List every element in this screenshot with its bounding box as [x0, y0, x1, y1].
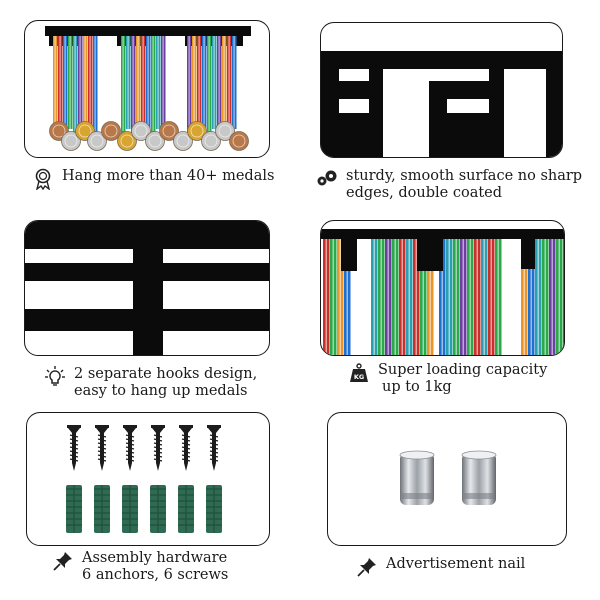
medal [145, 131, 165, 151]
ribbons [323, 231, 564, 355]
weight-icon-label: KG [354, 373, 364, 381]
caption-line: up to 1kg [382, 379, 452, 395]
medal-rack-image [45, 26, 251, 151]
gears-icon [316, 168, 338, 190]
screw [95, 425, 109, 428]
caption-nails: Advertisement nail [356, 556, 525, 578]
screws [67, 425, 221, 471]
medal [101, 121, 121, 141]
medal [87, 131, 107, 151]
medal [173, 131, 193, 151]
caption-line: edges, double coated [346, 185, 503, 201]
nail [461, 450, 497, 505]
medal [201, 131, 221, 151]
screw [123, 425, 137, 428]
caption-hardware: Assembly hardware 6 anchors, 6 screws [52, 550, 228, 584]
anchors [66, 485, 222, 533]
panel-loaded-hooks [320, 220, 565, 356]
loaded-hooks-image [321, 229, 564, 355]
panel-nails [327, 412, 567, 546]
screw [67, 425, 81, 428]
caption-surface-detail: sturdy, smooth surface no sharp edges, d… [316, 168, 582, 202]
pushpin-icon [52, 550, 74, 572]
lightbulb-icon [44, 366, 66, 388]
caption-line: Advertisement nail [386, 556, 526, 572]
caption-line: Super loading capacity [378, 362, 548, 378]
caption-line: 2 separate hooks design, [74, 366, 258, 382]
caption-line: sturdy, smooth surface no sharp [346, 168, 583, 184]
weight-kg-icon: KG [348, 362, 370, 384]
caption-loaded-hooks: KG Super loading capacity up to 1kg [348, 362, 547, 396]
caption-line: 6 anchors, 6 screws [82, 567, 229, 583]
caption-hook-closeup: 2 separate hooks design, easy to hang up… [44, 366, 257, 400]
caption-line: easy to hang up medals [74, 383, 248, 399]
panel-medal-display [24, 20, 270, 158]
panel-surface-detail [320, 22, 563, 158]
medal [187, 121, 207, 141]
medal [215, 121, 235, 141]
medal [229, 131, 249, 151]
screw [151, 425, 165, 428]
medal [117, 131, 137, 151]
medal [61, 131, 81, 151]
hardware-image [66, 425, 222, 533]
ribbons [53, 36, 237, 136]
advertisement-nails-image [399, 450, 497, 505]
caption-medal-display: Hang more than 40+ medals [32, 168, 274, 190]
hook-closeup-image [25, 221, 269, 355]
pushpin-icon [356, 556, 378, 578]
ribbon [563, 231, 564, 355]
medal [131, 121, 151, 141]
panel-hook-closeup [24, 220, 270, 356]
screw [179, 425, 193, 428]
nail [399, 450, 435, 505]
panel-hardware [26, 412, 270, 546]
medals [49, 121, 249, 151]
caption-line: Hang more than 40+ medals [62, 168, 275, 184]
hook-surface-image [321, 51, 562, 157]
medal [159, 121, 179, 141]
rack-bar [321, 229, 564, 271]
medal-ribbon-icon [32, 168, 54, 190]
caption-line: Assembly hardware [82, 550, 228, 566]
screw [207, 425, 221, 428]
